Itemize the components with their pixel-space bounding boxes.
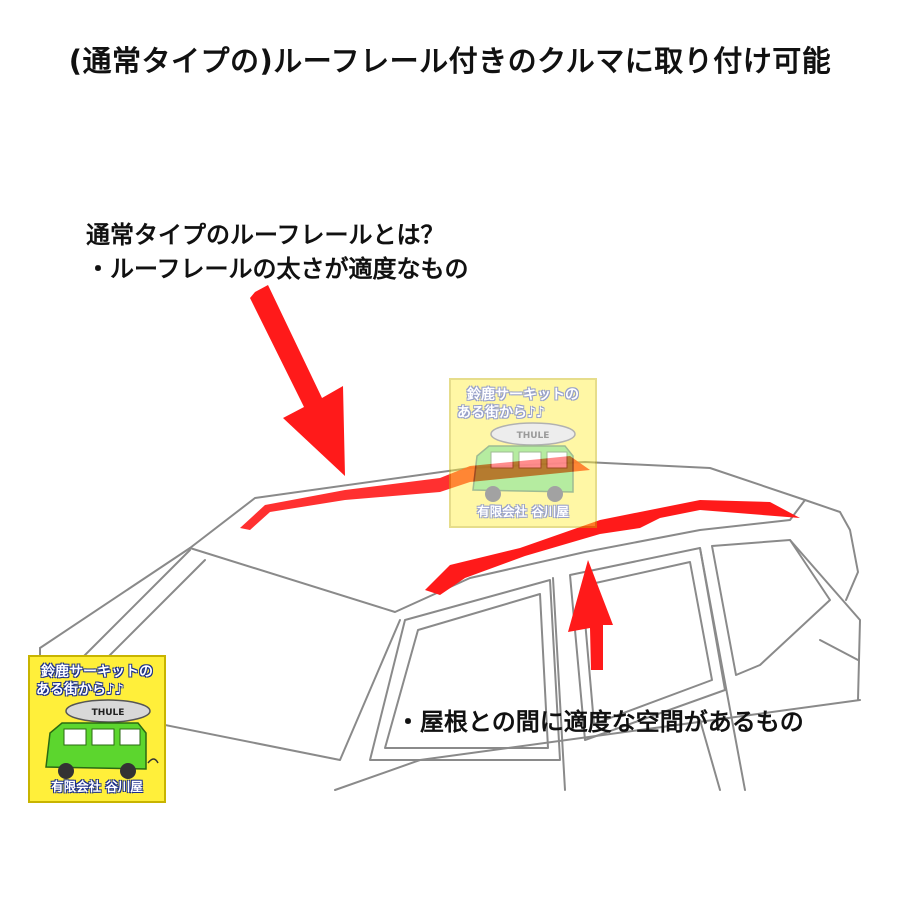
car-side-window-front	[369, 579, 561, 761]
logo-tagline: 鈴鹿サーキットの	[467, 387, 579, 403]
definition-point-thickness: ・ルーフレールの太さが適度なもの	[86, 255, 469, 283]
roof-rail-near	[425, 500, 800, 595]
company-logo: 鈴鹿サーキットの ある街から♪♪ THULE 有限会社 谷川屋	[28, 655, 166, 803]
car-side-window-rear	[569, 547, 726, 741]
car-quarter-window	[711, 539, 831, 676]
logo-brand: THULE	[92, 708, 125, 718]
logo-brand: THULE	[517, 431, 550, 441]
roof-rail-far	[240, 456, 590, 530]
arrow-up-icon	[568, 560, 613, 670]
logo-tagline-2: ある街から♪♪	[457, 405, 545, 421]
arrow-down-icon	[250, 285, 345, 476]
page-title: (通常タイプの)ルーフレール付きのクルマに取り付け可能	[68, 44, 832, 78]
watermark-logo: 鈴鹿サーキットの ある街から♪♪ THULE 有限会社 谷川屋	[449, 378, 597, 528]
space-condition-note: ・屋根との間に適度な空間があるもの	[396, 708, 804, 736]
car-icon: THULE	[472, 422, 576, 502]
roof-rail-definition: 通常タイプのルーフレールとは？ ・ルーフレールの太さが適度なもの	[86, 218, 469, 286]
definition-question: 通常タイプのルーフレールとは？	[86, 221, 445, 249]
logo-company: 有限会社 谷川屋	[477, 504, 569, 519]
car-roof-outline	[39, 461, 859, 649]
logo-company: 有限会社 谷川屋	[51, 779, 143, 794]
logo-tagline-2: ある街から♪♪	[36, 682, 124, 698]
car-icon: THULE	[45, 699, 159, 779]
logo-tagline: 鈴鹿サーキットの	[41, 664, 153, 680]
